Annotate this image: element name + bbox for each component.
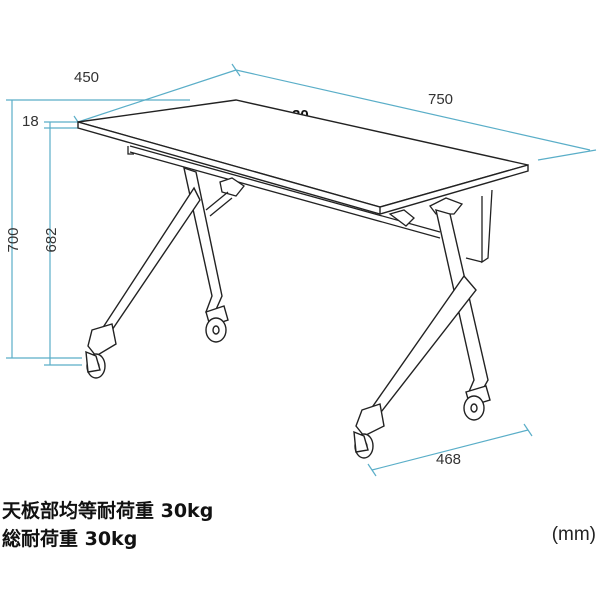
caster-front-left — [85, 350, 106, 379]
unit-label: (mm) — [551, 524, 596, 545]
under-height-label: 682 — [43, 227, 60, 252]
left-leg — [87, 166, 229, 357]
caster-back-left — [205, 317, 227, 343]
frame-beam — [127, 145, 493, 264]
caster-back-right — [463, 395, 485, 421]
caption-total-load: 総耐荷重 30kg — [2, 528, 138, 550]
caster-front-right — [353, 430, 374, 459]
right-leg — [355, 209, 491, 437]
top-thickness-label: 18 — [22, 113, 39, 130]
table-top — [77, 99, 529, 215]
dimension-lines — [6, 63, 597, 477]
caption-top-load: 天板部均等耐荷重 30kg — [2, 500, 214, 522]
foot-depth-label: 468 — [436, 451, 461, 468]
depth-label: 450 — [74, 69, 99, 86]
width-label: 750 — [428, 91, 453, 108]
total-height-label: 700 — [5, 227, 22, 252]
